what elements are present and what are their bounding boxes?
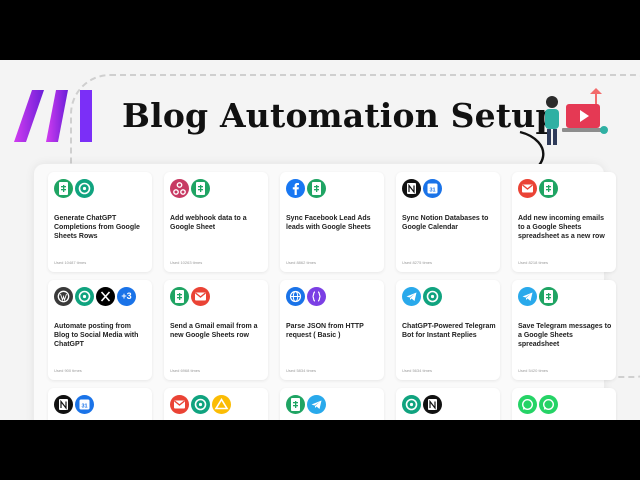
usage-count: Used 8275 times	[402, 260, 433, 265]
template-title: ChatGPT-Powered Telegram Bot for Instant…	[402, 323, 496, 339]
template-title: Add new incoming emails to a Google Shee…	[518, 215, 605, 240]
google-sheets-icon	[191, 179, 210, 198]
svg-text:31: 31	[81, 404, 87, 410]
template-card[interactable]: Send a Gmail email from a new Google She…	[164, 280, 268, 380]
template-title: Sync Notion Databases to Google Calendar	[402, 215, 489, 231]
notion-icon	[54, 395, 73, 414]
template-card[interactable]	[280, 388, 384, 420]
template-title: Automate posting from Blog to Social Med…	[54, 323, 139, 348]
template-card[interactable]: Generate ChatGPT Completions from Google…	[48, 172, 152, 272]
app-icons-group	[170, 287, 210, 306]
usage-count: Used 10487 times	[54, 260, 87, 265]
google-calendar-icon: 31	[75, 395, 94, 414]
app-icons-group: 31	[402, 179, 442, 198]
usage-count: Used 5834 times	[286, 368, 317, 373]
template-card[interactable]	[396, 388, 500, 420]
http-icon	[286, 287, 305, 306]
openai-icon	[75, 179, 94, 198]
template-title: Generate ChatGPT Completions from Google…	[54, 215, 140, 240]
template-card[interactable]	[164, 388, 268, 420]
notion-icon	[402, 179, 421, 198]
template-title: Save Telegram messages to a Google Sheet…	[518, 323, 612, 348]
gmail-icon	[191, 287, 210, 306]
google-sheets-icon	[286, 395, 305, 414]
brand-logo	[14, 90, 92, 142]
google-sheets-icon	[539, 287, 558, 306]
usage-count: Used 5634 times	[402, 368, 433, 373]
x-icon	[96, 287, 115, 306]
telegram-icon	[518, 287, 537, 306]
usage-count: Used 10263 times	[170, 260, 203, 265]
openai-icon	[423, 287, 442, 306]
video-frame: Blog Automation Setup Generate ChatGPT C…	[0, 60, 640, 420]
google-sheets-icon	[307, 179, 326, 198]
svg-text:31: 31	[429, 188, 435, 194]
app-icons-group	[402, 287, 442, 306]
template-card[interactable]	[512, 388, 616, 420]
openai-icon	[402, 395, 421, 414]
app-icons-group	[170, 179, 210, 198]
notion-icon	[423, 395, 442, 414]
google-sheets-icon	[539, 179, 558, 198]
app-icons-group	[286, 287, 326, 306]
google-drive-icon	[212, 395, 231, 414]
usage-count: Used 900 times	[54, 368, 82, 373]
app-icons-group	[286, 395, 326, 414]
template-card[interactable]: ChatGPT-Powered Telegram Bot for Instant…	[396, 280, 500, 380]
usage-count: Used 5420 times	[518, 368, 549, 373]
app-icons-group	[402, 395, 442, 414]
telegram-icon	[402, 287, 421, 306]
more-badge: +3	[117, 287, 136, 306]
app-icons-group: +3	[54, 287, 136, 306]
page-title: Blog Automation Setup	[122, 96, 559, 135]
google-sheets-icon	[170, 287, 189, 306]
app-icons-group: 31	[54, 395, 94, 414]
json-icon	[307, 287, 326, 306]
template-card[interactable]: Sync Facebook Lead Ads leads with Google…	[280, 172, 384, 272]
app-icons-group	[170, 395, 231, 414]
app-icons-group	[518, 179, 558, 198]
wordpress-icon	[54, 287, 73, 306]
template-card[interactable]: Add new incoming emails to a Google Shee…	[512, 172, 616, 272]
template-title: Send a Gmail email from a new Google She…	[170, 323, 258, 339]
telegram-icon	[307, 395, 326, 414]
template-card[interactable]: Save Telegram messages to a Google Sheet…	[512, 280, 616, 380]
template-title: Sync Facebook Lead Ads leads with Google…	[286, 215, 371, 231]
openai-icon	[191, 395, 210, 414]
google-sheets-icon	[54, 179, 73, 198]
whatsapp-icon	[539, 395, 558, 414]
template-title: Add webhook data to a Google Sheet	[170, 215, 247, 231]
person-laptop-illustration-icon	[545, 88, 608, 145]
gmail-icon	[518, 179, 537, 198]
app-icons-group	[518, 287, 558, 306]
templates-grid: Generate ChatGPT Completions from Google…	[48, 172, 616, 420]
usage-count: Used 8862 times	[286, 260, 317, 265]
gmail-icon	[170, 395, 189, 414]
usage-count: Used 6968 times	[170, 368, 201, 373]
webhook-icon	[170, 179, 189, 198]
template-title: Parse JSON from HTTP request ( Basic )	[286, 323, 364, 339]
facebook-icon	[286, 179, 305, 198]
google-calendar-icon: 31	[423, 179, 442, 198]
app-icons-group	[286, 179, 326, 198]
usage-count: Used 8218 times	[518, 260, 549, 265]
template-card[interactable]: Parse JSON from HTTP request ( Basic ) Us…	[280, 280, 384, 380]
openai-icon	[75, 287, 94, 306]
whatsapp-icon	[518, 395, 537, 414]
app-icons-group	[518, 395, 558, 414]
templates-panel: Generate ChatGPT Completions from Google…	[34, 164, 616, 420]
template-card[interactable]: 31	[48, 388, 152, 420]
app-icons-group	[54, 179, 94, 198]
